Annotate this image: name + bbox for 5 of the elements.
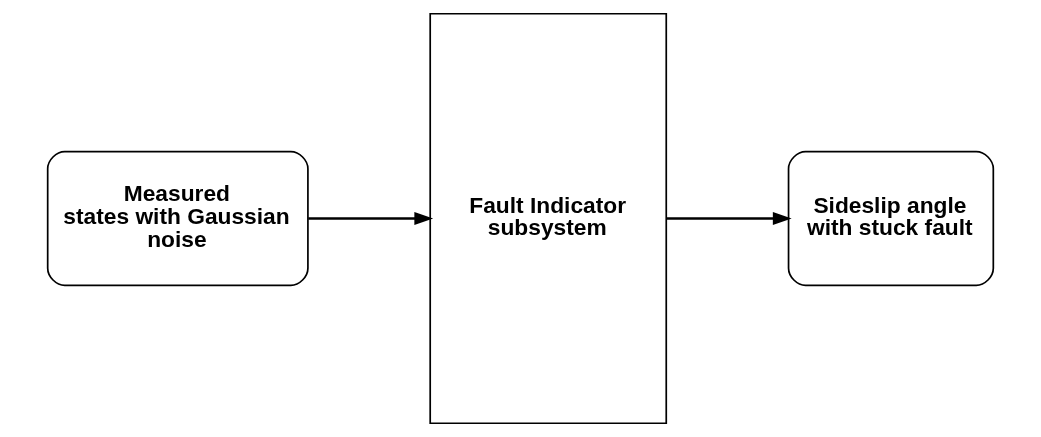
arrow [666,211,792,226]
node-box: Fault Indicator subsystem [429,12,668,425]
node-box: Sideslip angle with stuck fault [787,150,995,287]
arrow [308,211,434,226]
node-box: Measured states with Gaussian noise [46,150,309,287]
